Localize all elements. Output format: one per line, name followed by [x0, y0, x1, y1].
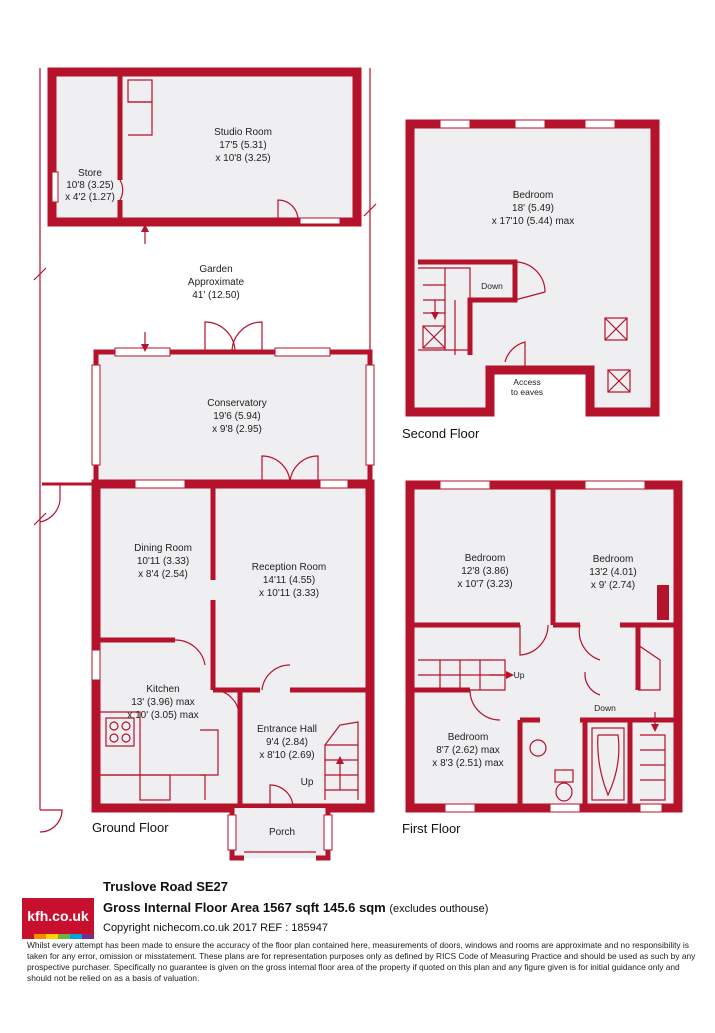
hall-dim1: 9'4 (2.84): [266, 737, 308, 748]
store-dim1: 10'8 (3.25): [66, 180, 114, 191]
bedroom-3-dim1: 8'7 (2.62) max: [436, 745, 500, 756]
bath-icon: [591, 727, 625, 801]
second-floor-walls: [405, 119, 660, 417]
floor-area-text: Gross Internal Floor Area 1567 sqft 145.…: [103, 900, 386, 915]
bedroom-1-dim1: 12'8 (3.86): [461, 566, 509, 577]
kitchen-dim2: x 10' (3.05) max: [127, 710, 198, 721]
first-floor-label: First Floor: [402, 821, 461, 836]
room-labels: Studio Room 17'5 (5.31) x 10'8 (3.25) St…: [65, 127, 637, 838]
ground-stairs: [324, 721, 359, 800]
second-down-label: Down: [481, 281, 503, 291]
bedroom-2-dim1: 13'2 (4.01): [589, 567, 637, 578]
first-down-label: Down: [594, 703, 616, 713]
access-label-2: to eaves: [511, 387, 543, 397]
basin-icon: [529, 739, 547, 757]
kfh-logo: kfh.co.uk: [22, 898, 94, 934]
first-floor-plan: [405, 480, 683, 813]
conservatory-label: Conservatory: [207, 398, 266, 409]
first-floor-walls: [405, 480, 683, 813]
studio-dim1: 17'5 (5.31): [219, 140, 267, 151]
property-title: Truslove Road SE27: [103, 879, 228, 894]
bedroom-2-dim2: x 9' (2.74): [591, 580, 635, 591]
studio-dim2: x 10'8 (3.25): [215, 153, 270, 164]
reception-label: Reception Room: [252, 562, 326, 573]
ground-floor-plan: [33, 67, 377, 861]
garden-dim2: 41' (12.50): [192, 290, 240, 301]
bedroom-1-label: Bedroom: [465, 553, 506, 564]
garden-label: Garden: [199, 264, 232, 275]
conservatory-door-left: [204, 321, 236, 353]
outhouse-fill: [52, 72, 357, 222]
floor-plan: Studio Room 17'5 (5.31) x 10'8 (3.25) St…: [33, 67, 683, 861]
dining-dim2: x 8'4 (2.54): [138, 569, 188, 580]
porch-label: Porch: [269, 827, 295, 838]
conservatory-dim2: x 9'8 (2.95): [212, 424, 262, 435]
floor-area: Gross Internal Floor Area 1567 sqft 145.…: [103, 900, 488, 915]
logo-color-strip: [22, 934, 94, 939]
toilet-icon: [554, 769, 574, 783]
first-up-label: Up: [514, 670, 525, 680]
conservatory-dim1: 19'6 (5.94): [213, 411, 261, 422]
hall-dim2: x 8'10 (2.69): [259, 750, 314, 761]
store-label: Store: [78, 168, 102, 179]
hob-icon: [105, 717, 135, 747]
bedroom-top-label: Bedroom: [513, 190, 554, 201]
kitchen-dim1: 13' (3.96) max: [131, 697, 195, 708]
bedroom-top-dim2: x 17'10 (5.44) max: [492, 216, 575, 227]
reception-dim2: x 10'11 (3.33): [259, 588, 319, 599]
bedroom-3-dim2: x 8'3 (2.51) max: [432, 758, 503, 769]
outhouse-walls: [47, 67, 362, 227]
access-label-1: Access: [513, 377, 540, 387]
dining-dim1: 10'11 (3.33): [137, 556, 189, 567]
side-door: [39, 484, 61, 523]
conservatory-door-right: [231, 321, 263, 353]
hall-up-label: Up: [301, 777, 314, 788]
hall-label: Entrance Hall: [257, 724, 317, 735]
second-floor-label: Second Floor: [402, 426, 480, 441]
kitchen-label: Kitchen: [146, 684, 179, 695]
bedroom-top-dim1: 18' (5.49): [512, 203, 554, 214]
reception-dim1: 14'11 (4.55): [263, 575, 315, 586]
ground-floor-label: Ground Floor: [92, 820, 169, 835]
floor-area-note: (excludes outhouse): [389, 903, 489, 915]
bedroom-3-label: Bedroom: [448, 732, 489, 743]
copyright: Copyright nichecom.co.uk 2017 REF : 1859…: [103, 922, 329, 934]
bedroom-1-dim2: x 10'7 (3.23): [457, 579, 512, 590]
dining-label: Dining Room: [134, 543, 192, 554]
bedroom-2-label: Bedroom: [593, 554, 634, 565]
studio-window: [299, 217, 341, 225]
store-window: [51, 171, 59, 203]
garden-dim1: Approximate: [188, 277, 245, 288]
second-floor-plan: [405, 119, 660, 417]
studio-label: Studio Room: [214, 127, 272, 138]
store-dim2: x 4'2 (1.27): [65, 192, 115, 203]
disclaimer: Whilst every attempt has been made to en…: [27, 940, 696, 983]
studio-door: [277, 199, 299, 222]
store-door: [119, 179, 124, 201]
